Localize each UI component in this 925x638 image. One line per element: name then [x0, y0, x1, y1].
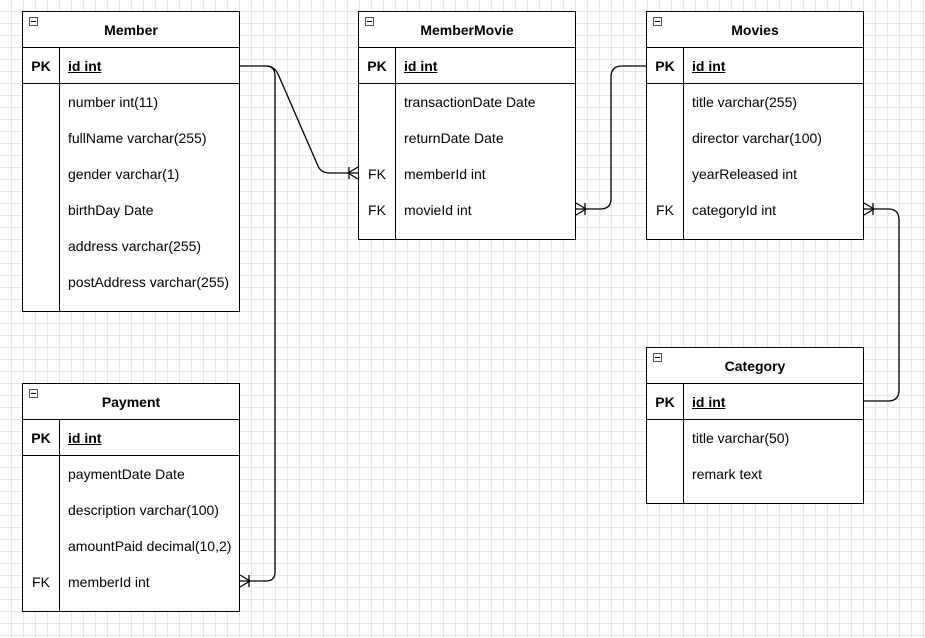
entity-membermovie[interactable]: MemberMovie PK id int transactionDate Da…: [358, 11, 576, 240]
field-row[interactable]: FK categoryId int: [647, 192, 863, 228]
collapse-icon[interactable]: [29, 17, 38, 26]
field-row[interactable]: yearReleased int: [647, 156, 863, 192]
field-row[interactable]: FK memberId int: [359, 156, 575, 192]
fk-label: FK: [368, 202, 386, 218]
field-row[interactable]: title varchar(50): [647, 420, 863, 456]
edge-movies-membermovie[interactable]: [576, 65, 646, 210]
field-row[interactable]: number int(11): [23, 84, 239, 120]
field-name: memberId int: [68, 574, 150, 590]
field-name: categoryId int: [692, 202, 777, 218]
pk-field: id int: [68, 58, 102, 74]
key-column-divider: [683, 48, 684, 239]
entity-title: Movies: [647, 12, 863, 48]
entity-title: Category: [647, 348, 863, 384]
pk-field: id int: [692, 58, 726, 74]
pk-row[interactable]: PK id int: [23, 48, 239, 84]
crowsfoot-icon: [346, 166, 359, 180]
field-name: paymentDate Date: [68, 466, 185, 482]
fk-label: FK: [32, 574, 50, 590]
edge-member-payment[interactable]: [240, 65, 276, 582]
field-name: movieId int: [404, 202, 472, 218]
field-row[interactable]: returnDate Date: [359, 120, 575, 156]
key-column-divider: [683, 384, 684, 503]
collapse-icon[interactable]: [29, 389, 38, 398]
pk-row[interactable]: PK id int: [359, 48, 575, 84]
field-name: title varchar(255): [692, 94, 798, 110]
field-name: remark text: [692, 466, 763, 482]
pk-field: id int: [692, 394, 726, 410]
crowsfoot-icon: [239, 574, 252, 588]
field-row[interactable]: address varchar(255): [23, 228, 239, 264]
key-column-divider: [395, 48, 396, 239]
field-row[interactable]: birthDay Date: [23, 192, 239, 228]
pk-row[interactable]: PK id int: [23, 420, 239, 456]
pk-row[interactable]: PK id int: [647, 384, 863, 420]
entity-movies[interactable]: Movies PK id int title varchar(255) dire…: [646, 11, 864, 240]
field-name: transactionDate Date: [404, 94, 536, 110]
field-name: address varchar(255): [68, 238, 202, 254]
edge-member-membermovie[interactable]: [240, 65, 358, 174]
pk-field: id int: [404, 58, 438, 74]
fk-label: FK: [656, 202, 674, 218]
field-name: description varchar(100): [68, 502, 219, 518]
field-row[interactable]: description varchar(100): [23, 492, 239, 528]
entity-category[interactable]: Category PK id int title varchar(50) rem…: [646, 347, 864, 504]
pk-label: PK: [655, 58, 675, 74]
field-row[interactable]: fullName varchar(255): [23, 120, 239, 156]
field-name: memberId int: [404, 166, 486, 182]
pk-label: PK: [31, 58, 51, 74]
field-row[interactable]: title varchar(255): [647, 84, 863, 120]
field-row[interactable]: gender varchar(1): [23, 156, 239, 192]
fk-label: FK: [368, 166, 386, 182]
field-name: director varchar(100): [692, 130, 822, 146]
entity-payment[interactable]: Payment PK id int paymentDate Date descr…: [22, 383, 240, 612]
field-name: yearReleased int: [692, 166, 798, 182]
field-row[interactable]: postAddress varchar(255): [23, 264, 239, 300]
entity-member[interactable]: Member PK id int number int(11) fullName…: [22, 11, 240, 312]
edge-category-movies[interactable]: [864, 208, 900, 402]
pk-label: PK: [31, 430, 51, 446]
entity-title: MemberMovie: [359, 12, 575, 48]
collapse-icon[interactable]: [653, 17, 662, 26]
pk-row[interactable]: PK id int: [647, 48, 863, 84]
field-name: birthDay Date: [68, 202, 154, 218]
key-column-divider: [59, 420, 60, 611]
key-column-divider: [59, 48, 60, 311]
field-name: postAddress varchar(255): [68, 274, 230, 290]
field-name: returnDate Date: [404, 130, 504, 146]
field-row[interactable]: director varchar(100): [647, 120, 863, 156]
crowsfoot-icon: [575, 202, 588, 216]
field-name: title varchar(50): [692, 430, 790, 446]
field-row[interactable]: FK movieId int: [359, 192, 575, 228]
field-name: gender varchar(1): [68, 166, 180, 182]
field-row[interactable]: remark text: [647, 456, 863, 492]
field-row[interactable]: amountPaid decimal(10,2): [23, 528, 239, 564]
collapse-icon[interactable]: [653, 353, 662, 362]
field-row[interactable]: FK memberId int: [23, 564, 239, 600]
entity-title: Payment: [23, 384, 239, 420]
entity-title: Member: [23, 12, 239, 48]
collapse-icon[interactable]: [365, 17, 374, 26]
crowsfoot-icon: [863, 202, 876, 216]
pk-label: PK: [367, 58, 387, 74]
field-name: number int(11): [68, 94, 159, 110]
pk-label: PK: [655, 394, 675, 410]
pk-field: id int: [68, 430, 102, 446]
field-name: fullName varchar(255): [68, 130, 207, 146]
field-row[interactable]: paymentDate Date: [23, 456, 239, 492]
field-row[interactable]: transactionDate Date: [359, 84, 575, 120]
field-name: amountPaid decimal(10,2): [68, 538, 232, 554]
